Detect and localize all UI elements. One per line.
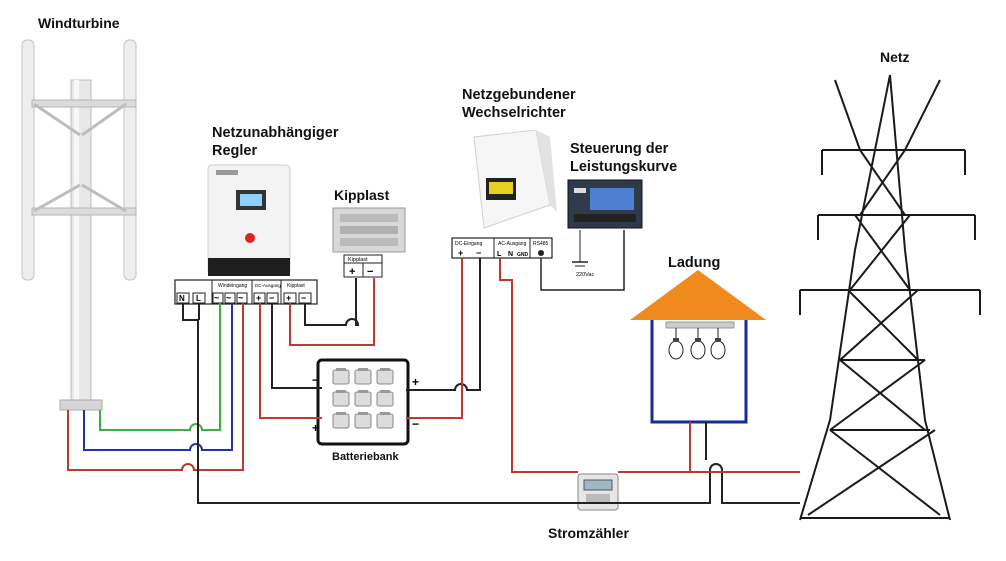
battery-cell-terminal bbox=[336, 412, 346, 415]
battery-cell bbox=[354, 391, 372, 407]
battery-cell bbox=[376, 391, 394, 407]
battery-cell-terminal bbox=[380, 390, 390, 393]
wind-turbine bbox=[21, 39, 137, 411]
terminal-dump: Kipplast bbox=[287, 283, 305, 289]
battery-cell-terminal bbox=[358, 390, 368, 393]
svg-text:+: + bbox=[286, 293, 291, 303]
label-grid: Netz bbox=[880, 49, 910, 65]
wiring bbox=[67, 230, 800, 504]
grid-inverter-device bbox=[473, 129, 557, 229]
battery-cell-terminal bbox=[380, 412, 390, 415]
battery-cell-terminal bbox=[336, 368, 346, 371]
inverter-l: L bbox=[497, 251, 502, 258]
battery-cell bbox=[332, 413, 350, 429]
terminal-dc-output: DC-Ausgang bbox=[255, 283, 281, 288]
battery-cell bbox=[332, 391, 350, 407]
inverter-rs485: RS485 bbox=[533, 241, 549, 247]
voltage-note: 220Vac bbox=[576, 272, 594, 278]
inverter-gnd: GND bbox=[517, 252, 529, 258]
battery-minus-left: − bbox=[312, 373, 319, 387]
offgrid-controller-device bbox=[207, 164, 291, 276]
battery-minus-right: − bbox=[412, 417, 419, 431]
energy-meter-device bbox=[577, 473, 619, 511]
terminal-n: N bbox=[179, 294, 185, 303]
battery-cell bbox=[376, 413, 394, 429]
battery-cell-terminal bbox=[358, 368, 368, 371]
battery-cell bbox=[332, 369, 350, 385]
battery-plus-left: + bbox=[312, 421, 319, 435]
svg-text:−: − bbox=[476, 248, 481, 258]
battery-cells bbox=[332, 368, 394, 429]
power-curve-controller-device bbox=[567, 179, 643, 229]
svg-text:−: − bbox=[301, 293, 306, 303]
inverter-terminal-block: DC-Eingang AC-Ausgang RS485 + − L N GND bbox=[451, 237, 553, 259]
grid-tower bbox=[799, 74, 981, 521]
load-house bbox=[630, 270, 766, 424]
inverter-ac-output: AC-Ausgang bbox=[498, 241, 527, 247]
label-inverter-line2: Wechselrichter bbox=[462, 105, 566, 121]
dump-plus: + bbox=[349, 266, 355, 278]
svg-text:~: ~ bbox=[226, 293, 231, 303]
svg-text:−: − bbox=[269, 293, 274, 303]
label-inverter-line1: Netzgebundener bbox=[462, 87, 576, 103]
battery-cell-terminal bbox=[380, 368, 390, 371]
inverter-n: N bbox=[508, 251, 513, 258]
label-battery-bank: Batteriebank bbox=[332, 451, 399, 463]
battery-cell bbox=[354, 413, 372, 429]
battery-cell bbox=[354, 369, 372, 385]
label-dump-load: Kipplast bbox=[334, 187, 390, 203]
svg-text:~: ~ bbox=[238, 293, 243, 303]
label-wind-turbine: Windturbine bbox=[38, 15, 120, 31]
label-meter: Stromzähler bbox=[548, 525, 629, 541]
battery-plus-right: + bbox=[412, 375, 419, 389]
battery-cell-terminal bbox=[336, 390, 346, 393]
battery-cell-terminal bbox=[358, 412, 368, 415]
terminal-l: L bbox=[196, 294, 201, 303]
label-offgrid-controller-line2: Regler bbox=[212, 143, 258, 159]
dump-minus: − bbox=[367, 266, 373, 278]
svg-text:+: + bbox=[458, 248, 463, 258]
label-power-curve-line2: Leistungskurve bbox=[570, 159, 678, 175]
dump-load-tag: Kipplast bbox=[348, 257, 368, 263]
dump-load-device: Kipplast + − bbox=[332, 207, 406, 278]
label-offgrid-controller-line1: Netzunabhängiger bbox=[212, 125, 339, 141]
svg-text:+: + bbox=[256, 293, 261, 303]
label-load: Ladung bbox=[668, 255, 721, 271]
svg-text:~: ~ bbox=[214, 293, 219, 303]
controller-terminal-block: Windeingang DC-Ausgang Kipplast N L ~ ~ … bbox=[174, 279, 318, 305]
label-power-curve-line1: Steuerung der bbox=[570, 141, 669, 157]
battery-cell bbox=[376, 369, 394, 385]
terminal-wind-input: Windeingang bbox=[218, 283, 247, 289]
inverter-dc-input: DC-Eingang bbox=[455, 241, 482, 247]
